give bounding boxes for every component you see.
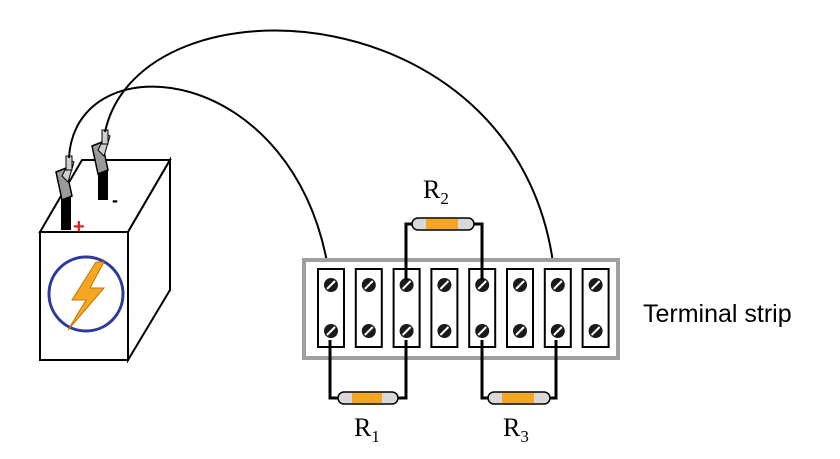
terminal-5: [468, 268, 497, 348]
battery-negative-post: [98, 166, 108, 200]
terminal-screw: [399, 324, 414, 338]
battery-positive-post: [61, 192, 71, 230]
resistor-r1: [337, 391, 399, 405]
terminal-screw: [513, 278, 527, 292]
negative-clip: [91, 129, 111, 176]
terminal-8: [581, 268, 610, 348]
terminal-screw: [361, 278, 376, 292]
terminal-screw: [324, 278, 338, 292]
terminal-screw: [324, 324, 338, 338]
lightning-bolt-icon: [67, 261, 106, 331]
resistor-r2: [411, 217, 475, 231]
terminal-screw: [437, 324, 452, 338]
terminal-screw: [475, 324, 490, 338]
positive-clip: [55, 155, 75, 202]
terminal-screw: [550, 278, 565, 292]
terminal-2: [354, 268, 383, 348]
terminal-strip: [302, 258, 620, 360]
battery-negative-sign: -: [112, 190, 118, 210]
terminal-screw: [588, 278, 603, 292]
terminal-4: [430, 268, 459, 348]
terminal-screw: [513, 324, 527, 338]
terminal-screw: [361, 324, 376, 338]
wire-positive: [68, 85, 331, 281]
terminal-screw: [550, 324, 565, 338]
battery-positive-sign: +: [73, 216, 85, 238]
terminal-screw: [475, 278, 490, 292]
terminal-6: [506, 268, 534, 348]
resistor-r1-label: R1: [354, 413, 380, 446]
wire-negative: [104, 29, 556, 281]
battery: + -: [38, 156, 172, 364]
terminal-7: [543, 268, 572, 348]
terminal-strip-label: Terminal strip: [643, 300, 792, 328]
terminal-screw: [588, 324, 603, 338]
resistor-r3-label: R3: [503, 413, 529, 446]
terminal-screw: [399, 278, 414, 292]
resistor-r2-label: R2: [423, 175, 449, 208]
terminal-3: [392, 268, 421, 348]
terminal-1: [317, 268, 345, 348]
terminal-screw: [437, 278, 452, 292]
resistor-r3: [487, 391, 551, 405]
